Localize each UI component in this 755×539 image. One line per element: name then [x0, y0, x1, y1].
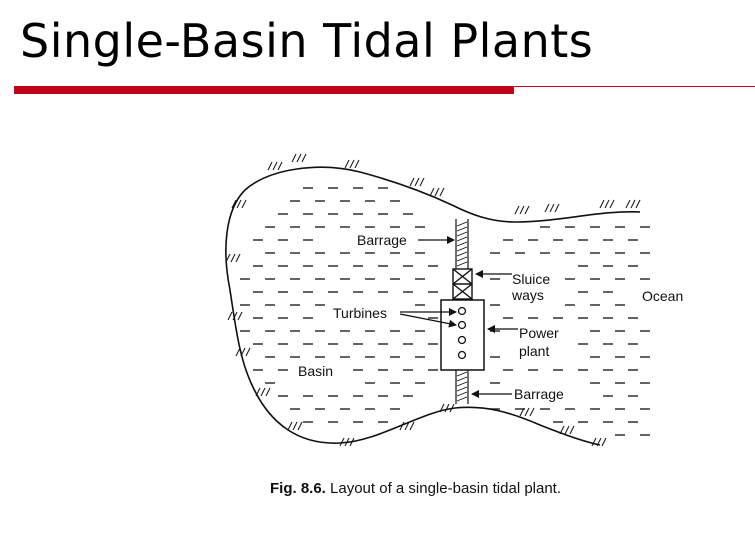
shore-hatch	[630, 199, 636, 209]
barrage-hatch	[456, 221, 468, 227]
shore-hatch	[569, 425, 575, 435]
shore-hatch	[591, 437, 597, 447]
shore-hatch	[292, 421, 298, 431]
shore-hatch	[272, 161, 278, 171]
shore-hatch	[265, 387, 271, 397]
coastline-outline	[225, 166, 641, 446]
turbines	[457, 306, 467, 360]
shore-hatch	[409, 177, 415, 187]
shore-hatch	[414, 177, 420, 187]
shore-hatch	[444, 403, 450, 413]
shore-hatch	[230, 253, 236, 263]
shore-hatch	[564, 425, 570, 435]
barrage-hatch	[456, 236, 468, 242]
barrage-hatch	[456, 246, 468, 252]
shore-hatch	[291, 153, 297, 163]
barrage-hatch	[456, 231, 468, 237]
diagram-labels: Barrage Sluice ways Ocean Turbines Power…	[298, 232, 683, 402]
shore-hatch	[519, 407, 525, 417]
shore-hatch	[287, 421, 293, 431]
barrage-bottom-label: Barrage	[514, 386, 564, 402]
barrage-hatch	[456, 226, 468, 232]
sluice-ways	[452, 268, 473, 300]
shore-hatch	[524, 205, 530, 215]
shore-hatch	[236, 199, 242, 209]
shore-hatch	[625, 199, 631, 209]
barrage-hatch	[456, 391, 468, 397]
shore-hatch	[235, 253, 241, 263]
shore-hatch	[554, 203, 560, 213]
shore-hatch	[434, 187, 440, 197]
shore-hatch	[227, 311, 233, 321]
shore-hatch	[245, 347, 251, 357]
shore-hatch	[514, 205, 520, 215]
turbines-label: Turbines	[333, 305, 387, 321]
barrage-hatch	[456, 376, 468, 382]
barrage-hatch	[456, 261, 468, 267]
shore-hatch	[237, 311, 243, 321]
barrage-hatch	[456, 386, 468, 392]
figure-number: Fig. 8.6.	[270, 480, 326, 497]
sluice-label: Sluice	[512, 271, 550, 287]
title-underline-accent	[14, 86, 514, 94]
barrage-top-label: Barrage	[357, 232, 407, 248]
shore-hatch	[419, 177, 425, 187]
power-label: Power	[519, 325, 559, 341]
shore-hatch	[519, 205, 525, 215]
title-underline-thin	[514, 86, 755, 87]
shore-hatching	[225, 153, 641, 447]
shore-hatch	[297, 421, 303, 431]
plant-label: plant	[519, 343, 549, 359]
water-dashes	[240, 187, 650, 436]
shore-hatch	[339, 437, 345, 447]
shore-hatch	[601, 437, 607, 447]
shore-hatch	[344, 159, 350, 169]
figure-caption-text: Layout of a single-basin tidal plant.	[325, 480, 562, 497]
shore-hatch	[296, 153, 302, 163]
shore-hatch	[635, 199, 641, 209]
shore-hatch	[439, 187, 445, 197]
basin-label: Basin	[298, 363, 333, 379]
barrage-hatch	[456, 371, 468, 377]
shore-hatch	[349, 159, 355, 169]
shore-hatch	[599, 199, 605, 209]
barrage-hatch	[456, 241, 468, 247]
ocean-label: Ocean	[642, 288, 683, 304]
barrage-hatch	[456, 251, 468, 257]
shore-hatch	[544, 203, 550, 213]
shore-hatch	[267, 161, 273, 171]
shore-hatch	[429, 187, 435, 197]
shore-hatch	[301, 153, 307, 163]
shore-hatch	[604, 199, 610, 209]
figure-caption: Fig. 8.6. Layout of a single-basin tidal…	[270, 480, 650, 497]
shore-hatch	[260, 387, 266, 397]
shore-hatch	[231, 199, 237, 209]
shore-hatch	[354, 159, 360, 169]
barrage-hatch	[456, 381, 468, 387]
barrage-hatch	[456, 396, 468, 402]
shore-hatch	[241, 199, 247, 209]
leader-arrows	[399, 236, 518, 398]
shore-hatch	[609, 199, 615, 209]
shore-hatch	[277, 161, 283, 171]
shore-hatch	[409, 421, 415, 431]
barrage-hatch	[456, 256, 468, 262]
ways-label: ways	[511, 287, 544, 303]
slide-title: Single-Basin Tidal Plants	[20, 14, 594, 68]
shore-hatch	[549, 203, 555, 213]
shore-hatch	[524, 407, 530, 417]
shore-hatch	[529, 407, 535, 417]
